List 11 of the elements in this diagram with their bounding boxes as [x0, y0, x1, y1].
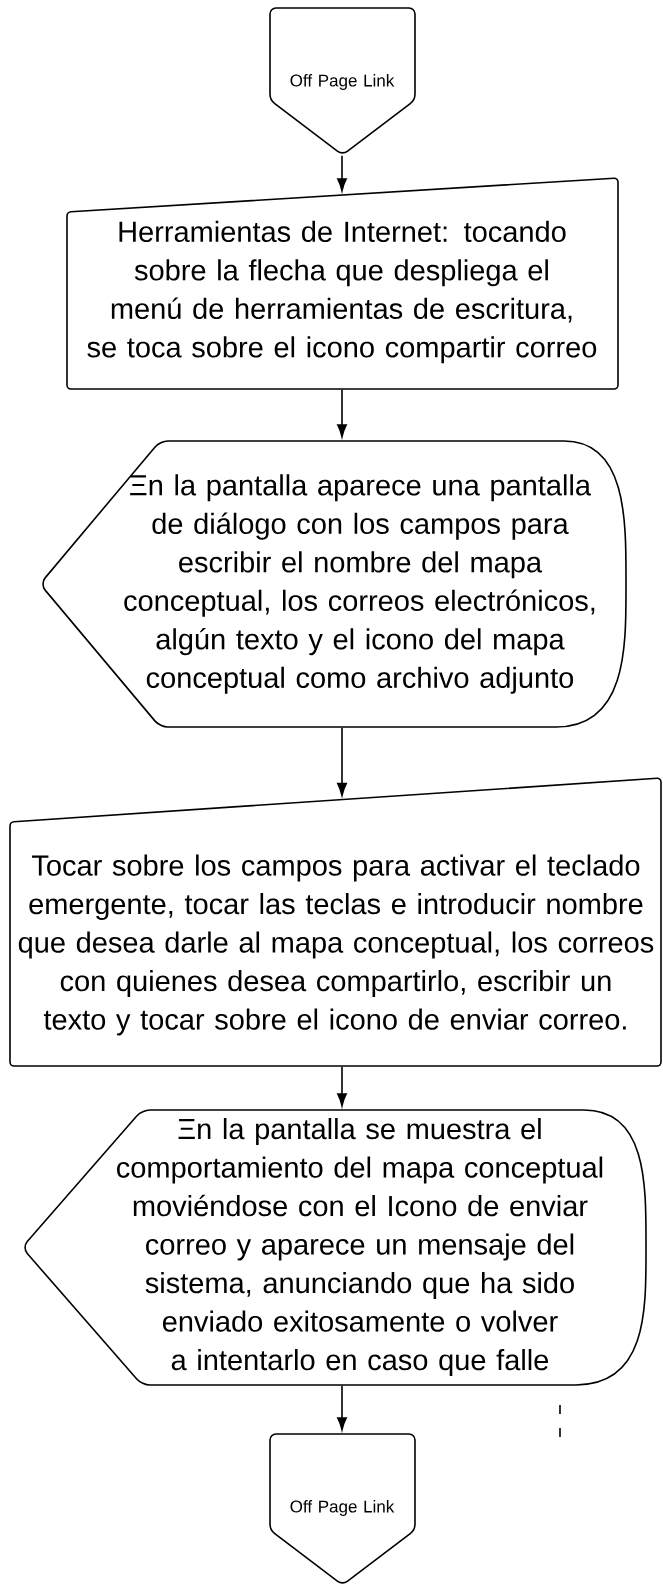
- arrow: [337, 389, 347, 438]
- arrow: [337, 727, 347, 797]
- arrow: [337, 1385, 347, 1431]
- off-page-connector: Off Page Link: [269, 7, 416, 154]
- arrow: [337, 155, 347, 192]
- manual-input-box: Tocar sobre los campos para activar el teclado emergente, tocar las teclas e introducir nombre que desea darle al mapa conceptual, los correos con quienes desea compartirlo, escribir un texto y tocar sobre el icono de enviar correo.: [9, 777, 662, 1067]
- display-box: Ξn la pantalla se muestra el comportamiento del mapa conceptual moviéndose con el Icono de enviar correo y aparece un mensaje del sistema, anunciando que ha sido enviado exitosamente o volver a intentarlo en caso que falle: [24, 1109, 647, 1386]
- manual-input-box: Herramientas de Internet: tocando sobre la flecha que despliega el menú de herramientas de escritura, se toca sobre el icono compartir correo: [66, 177, 619, 390]
- off-page-connector: Off Page Link: [269, 1433, 416, 1584]
- display-box: Ξn la pantalla aparece una pantalla de diálogo con los campos para escribir el nombre del mapa conceptual, los correos electrónicos, algún texto y el icono del mapa conceptual como archivo adjunto: [42, 440, 627, 728]
- arrow: [337, 1066, 347, 1107]
